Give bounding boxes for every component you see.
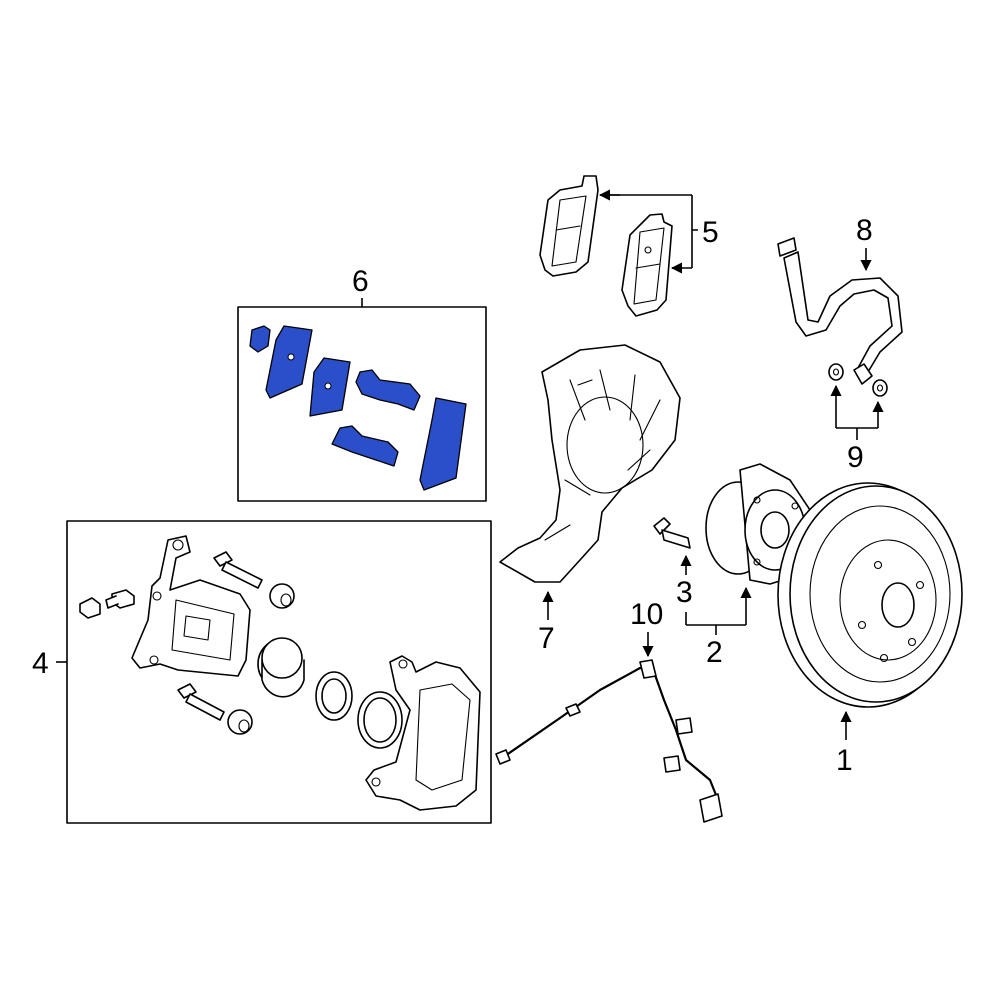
brake-pad-set[interactable] (539, 175, 673, 317)
pad-hardware-kit[interactable] (249, 325, 467, 491)
brake-hose[interactable] (777, 237, 903, 385)
callout-1: 1 (836, 744, 853, 777)
dust-shield[interactable] (499, 344, 681, 583)
callout-7: 7 (538, 622, 555, 655)
wheel-bolt[interactable] (653, 517, 691, 549)
callout-10: 10 (630, 598, 663, 631)
callout-9: 9 (847, 441, 864, 474)
callout-2: 2 (706, 636, 723, 669)
callout-8: 8 (856, 214, 873, 247)
leader-5 (600, 194, 698, 269)
leader-2 (685, 612, 746, 626)
callout-5: 5 (702, 216, 719, 249)
callout-6: 6 (352, 265, 369, 298)
brake-rotor[interactable] (777, 482, 963, 708)
washers[interactable] (828, 363, 888, 397)
callout-4: 4 (32, 647, 49, 680)
abs-sensor[interactable] (495, 659, 723, 823)
caliper-assembly[interactable] (79, 535, 481, 811)
caliper-assembly-box (66, 520, 492, 824)
callout-3: 3 (676, 576, 693, 609)
